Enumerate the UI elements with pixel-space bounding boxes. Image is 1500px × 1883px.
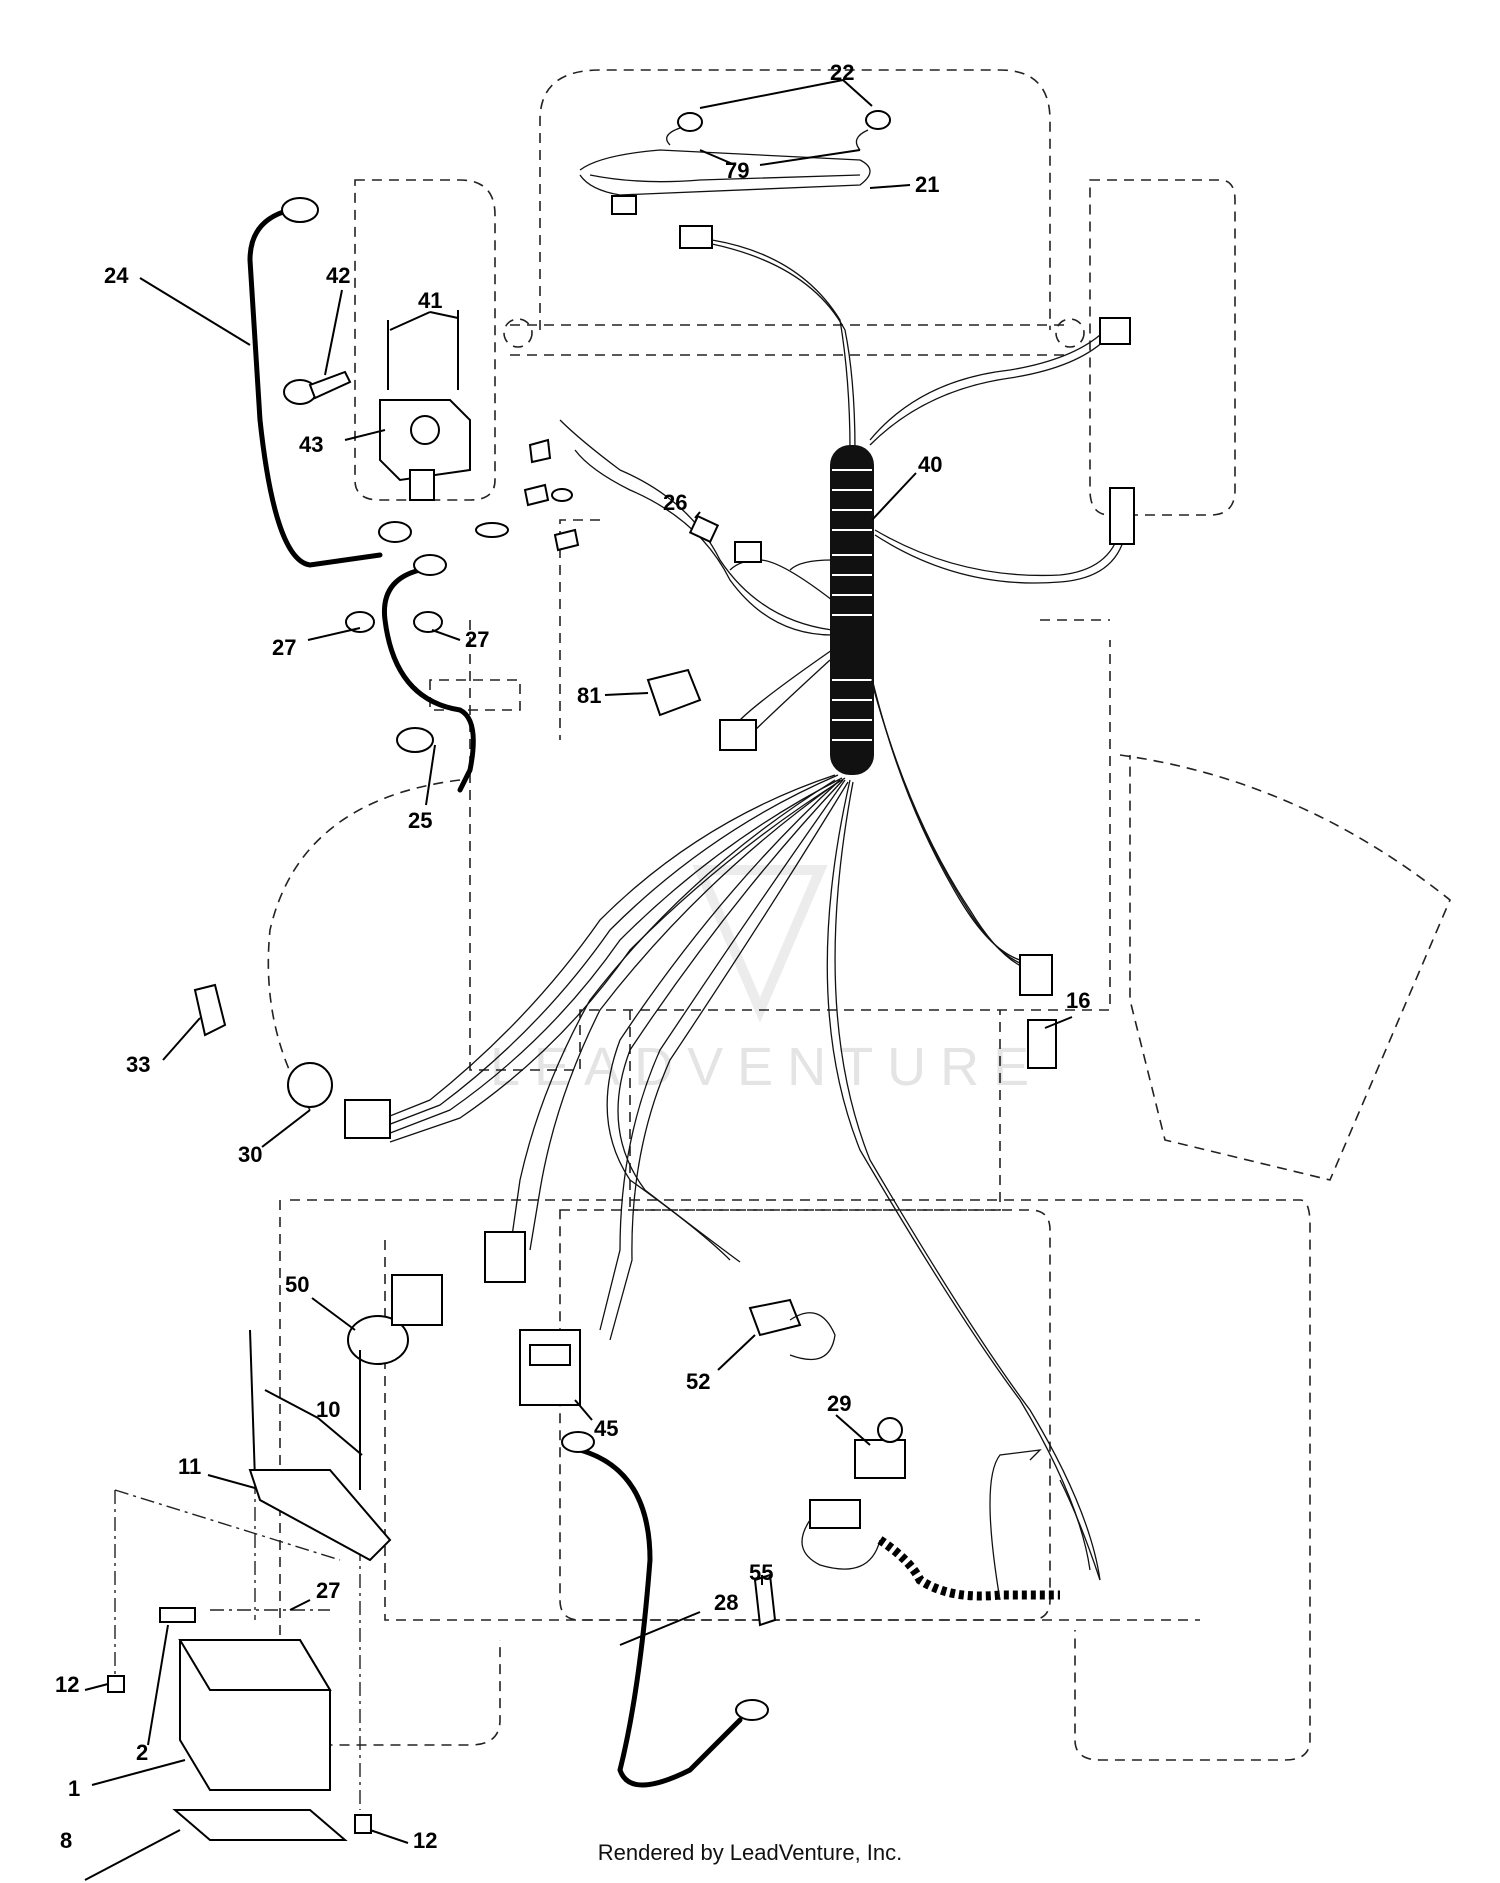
callout-52: 52 — [686, 1369, 710, 1394]
callout-labels: 22 79 21 24 42 41 43 40 26 27 27 81 25 1… — [55, 60, 1090, 1853]
watermark-text: LEADVENTURE — [490, 1037, 1043, 1097]
watermark: LEADVENTURE — [490, 865, 1043, 1097]
callout-12-top: 12 — [55, 1672, 79, 1697]
footer-credit: Rendered by LeadVenture, Inc. — [597, 1840, 903, 1865]
callout-2: 2 — [136, 1740, 148, 1765]
callout-42: 42 — [326, 263, 350, 288]
middle-connectors — [475, 438, 1057, 1069]
leader-lines — [84, 79, 1073, 1881]
callout-55: 55 — [749, 1560, 773, 1585]
headlight-harness — [579, 110, 891, 451]
callout-12-bottom: 12 — [413, 1828, 437, 1853]
battery-assembly — [107, 1329, 392, 1841]
right-connectors — [869, 317, 1135, 584]
callout-1: 1 — [68, 1776, 80, 1801]
harness-wires — [379, 419, 1101, 1581]
battery-cables — [247, 197, 769, 1788]
callout-81: 81 — [577, 683, 601, 708]
callout-79: 79 — [725, 158, 749, 183]
callout-8: 8 — [60, 1828, 72, 1853]
callout-27-battery: 27 — [316, 1578, 340, 1603]
callout-28: 28 — [714, 1590, 738, 1615]
callout-24: 24 — [104, 263, 129, 288]
callout-11: 11 — [178, 1454, 201, 1479]
switches — [193, 983, 526, 1365]
callout-22: 22 — [830, 60, 854, 85]
callout-45: 45 — [594, 1416, 618, 1441]
callout-10: 10 — [316, 1397, 340, 1422]
callout-40: 40 — [918, 452, 942, 477]
callout-21: 21 — [915, 172, 939, 197]
callout-30: 30 — [238, 1142, 262, 1167]
callout-27-left: 27 — [272, 635, 296, 660]
callout-43: 43 — [299, 432, 323, 457]
callout-41: 41 — [418, 288, 442, 313]
callout-29: 29 — [827, 1391, 851, 1416]
callout-50: 50 — [285, 1272, 309, 1297]
callout-33: 33 — [126, 1052, 150, 1077]
callout-16: 16 — [1066, 988, 1090, 1013]
battery-mounting-lines — [114, 1480, 361, 1810]
callout-26: 26 — [663, 490, 687, 515]
callout-27-right: 27 — [465, 627, 489, 652]
lower-components — [519, 1298, 1101, 1627]
main-harness-loom — [830, 445, 874, 775]
solenoid-assembly — [283, 310, 471, 501]
callout-25: 25 — [408, 808, 432, 833]
